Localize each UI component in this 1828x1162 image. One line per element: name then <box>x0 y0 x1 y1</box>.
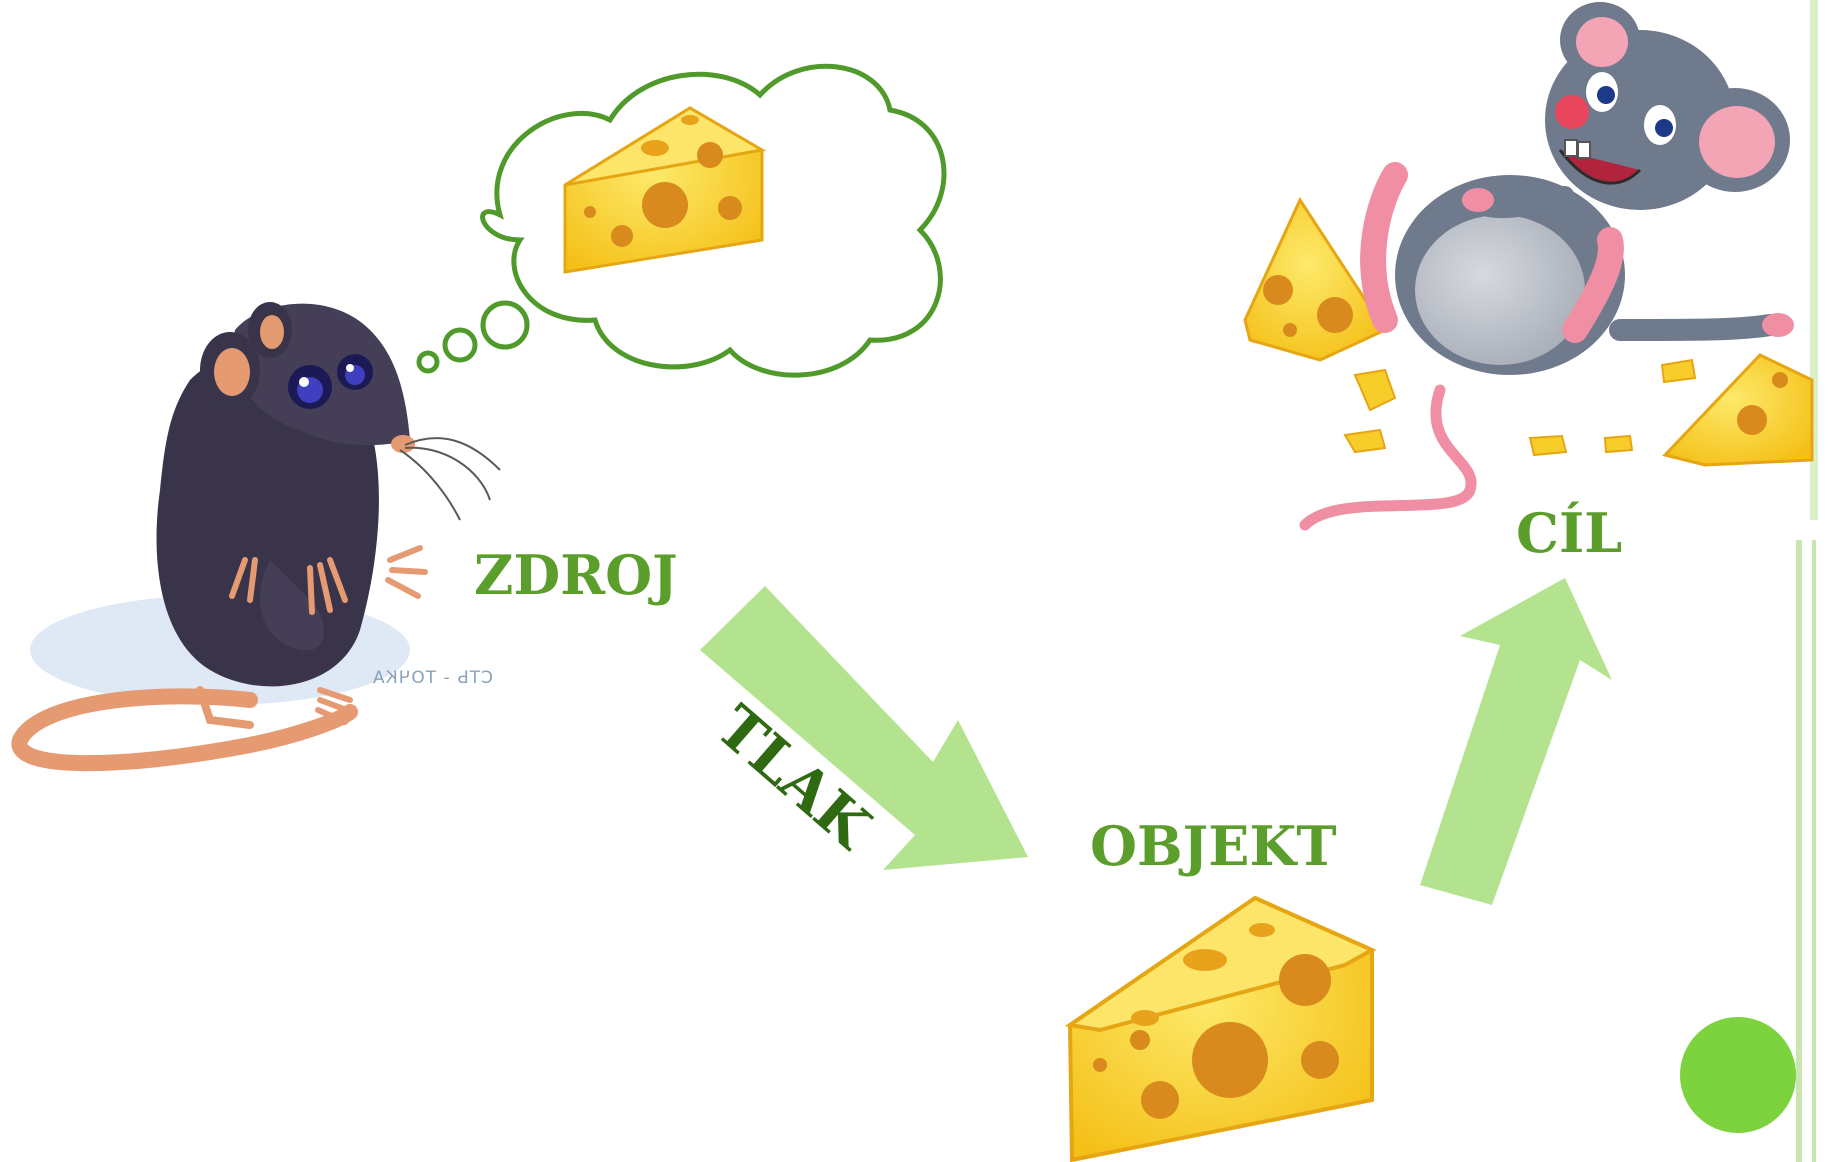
image-watermark: СТЬ - ТОЧКА <box>372 668 493 688</box>
side-rule-decoration <box>1796 0 1818 1162</box>
happy-mouse-illustration <box>1243 2 1814 531</box>
object-cheese-icon <box>1064 895 1377 1162</box>
source-label: ZDROJ <box>474 543 678 607</box>
thought-cheese-icon <box>563 106 767 274</box>
hungry-rat-illustration <box>11 302 501 772</box>
goal-label: CÍL <box>1516 501 1623 565</box>
arrow-object-to-goal <box>1420 578 1612 905</box>
object-label: OBJEKT <box>1090 814 1337 878</box>
arrow-source-to-object <box>700 586 1028 870</box>
accent-circle <box>1680 1017 1796 1133</box>
